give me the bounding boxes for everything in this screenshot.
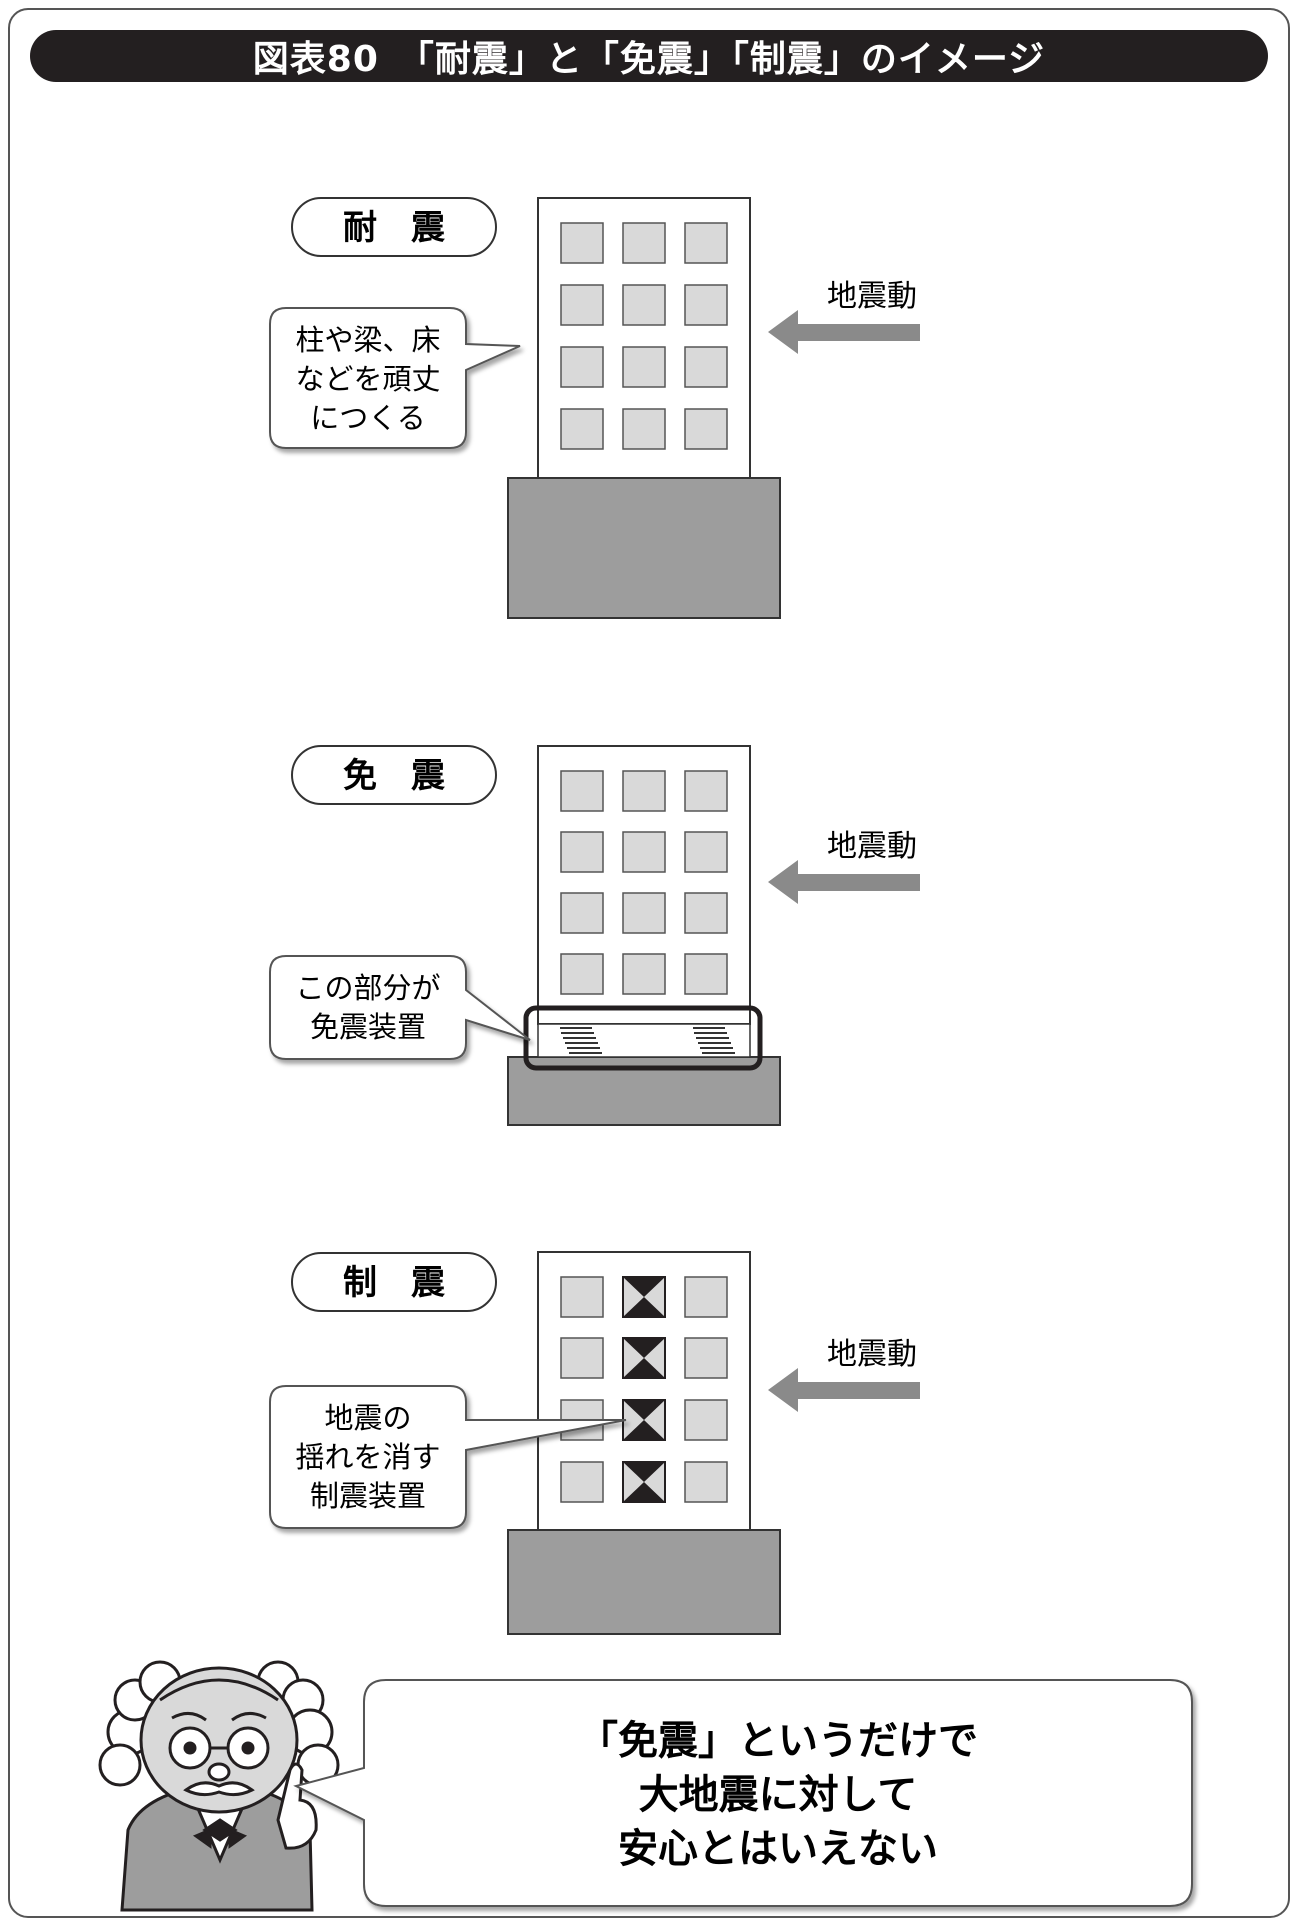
window xyxy=(560,1337,604,1379)
professor-illustration xyxy=(98,1660,340,1912)
force-label: 地震動 xyxy=(827,829,917,864)
window xyxy=(684,284,728,326)
damper-icon xyxy=(622,1461,666,1503)
label-pill xyxy=(291,1252,497,1312)
callout-line: 地震の xyxy=(324,1401,411,1435)
callout-line: 免震装置 xyxy=(310,1010,426,1044)
window xyxy=(684,1461,728,1503)
window xyxy=(622,831,666,873)
window xyxy=(560,284,604,326)
callout-line: 制震装置 xyxy=(310,1479,426,1513)
window xyxy=(622,408,666,450)
section-taishin: 耐 震 柱や梁、床 などを頑丈 につくる 地震動 xyxy=(269,197,920,619)
seismic-arrow-icon xyxy=(768,1368,920,1412)
speech-line: 安心とはいえない xyxy=(618,1826,938,1872)
callout xyxy=(269,1385,627,1529)
window xyxy=(684,222,728,264)
window xyxy=(622,346,666,388)
callout-line: につくる xyxy=(310,401,425,435)
window xyxy=(684,346,728,388)
force-label: 地震動 xyxy=(827,279,917,314)
window xyxy=(560,953,604,995)
foundation xyxy=(507,1529,781,1635)
section-menshin: 免 震 この部分が 免震装置 地震動 xyxy=(269,745,920,1126)
window xyxy=(684,953,728,995)
window xyxy=(684,1399,728,1441)
section-label: 免 震 xyxy=(343,756,446,796)
window xyxy=(560,892,604,934)
speech-line: 「免震」というだけで xyxy=(578,1718,978,1764)
isolation-layer xyxy=(537,1023,751,1058)
window-grid xyxy=(560,222,728,450)
section-label: 制 震 xyxy=(343,1263,446,1303)
speech-bubble xyxy=(293,1679,1193,1907)
window xyxy=(684,1337,728,1379)
window xyxy=(560,1461,604,1503)
window xyxy=(560,346,604,388)
damper-column xyxy=(622,1276,666,1503)
section-seishin: 制 震 地震の 揺れを消す 制震装置 地震動 xyxy=(269,1251,920,1635)
damper-icon xyxy=(622,1337,666,1379)
callout-line: 柱や梁、床 xyxy=(295,323,440,357)
window xyxy=(622,953,666,995)
window xyxy=(560,770,604,812)
seismic-arrow-icon xyxy=(768,310,920,354)
figure-frame xyxy=(8,8,1290,1918)
window xyxy=(684,770,728,812)
foundation xyxy=(507,477,781,619)
seismic-arrow-icon xyxy=(768,860,920,904)
isolator-hatch-left xyxy=(560,1027,602,1054)
window xyxy=(560,408,604,450)
label-pill xyxy=(291,197,497,257)
window-grid xyxy=(560,770,728,995)
window xyxy=(684,892,728,934)
force-label: 地震動 xyxy=(827,1337,917,1372)
window xyxy=(560,222,604,264)
section-label: 耐 震 xyxy=(343,208,446,248)
speech-line: 大地震に対して xyxy=(639,1772,918,1818)
window xyxy=(560,831,604,873)
window xyxy=(684,1276,728,1318)
window xyxy=(560,1276,604,1318)
callout xyxy=(269,307,521,449)
label-pill xyxy=(291,745,497,805)
window xyxy=(622,284,666,326)
window xyxy=(622,892,666,934)
damper-icon xyxy=(622,1399,666,1441)
window xyxy=(684,831,728,873)
callout-line: 揺れを消す xyxy=(295,1440,440,1474)
isolator-hatch-right xyxy=(693,1027,735,1054)
callout-line: この部分が xyxy=(295,971,440,1005)
callout-line: などを頑丈 xyxy=(295,362,440,396)
figure-title: 図表80 「耐震」と「免震」「制震」のイメージ xyxy=(30,30,1268,82)
window xyxy=(622,222,666,264)
window xyxy=(622,770,666,812)
damper-icon xyxy=(622,1276,666,1318)
callout xyxy=(269,955,531,1060)
window xyxy=(684,408,728,450)
